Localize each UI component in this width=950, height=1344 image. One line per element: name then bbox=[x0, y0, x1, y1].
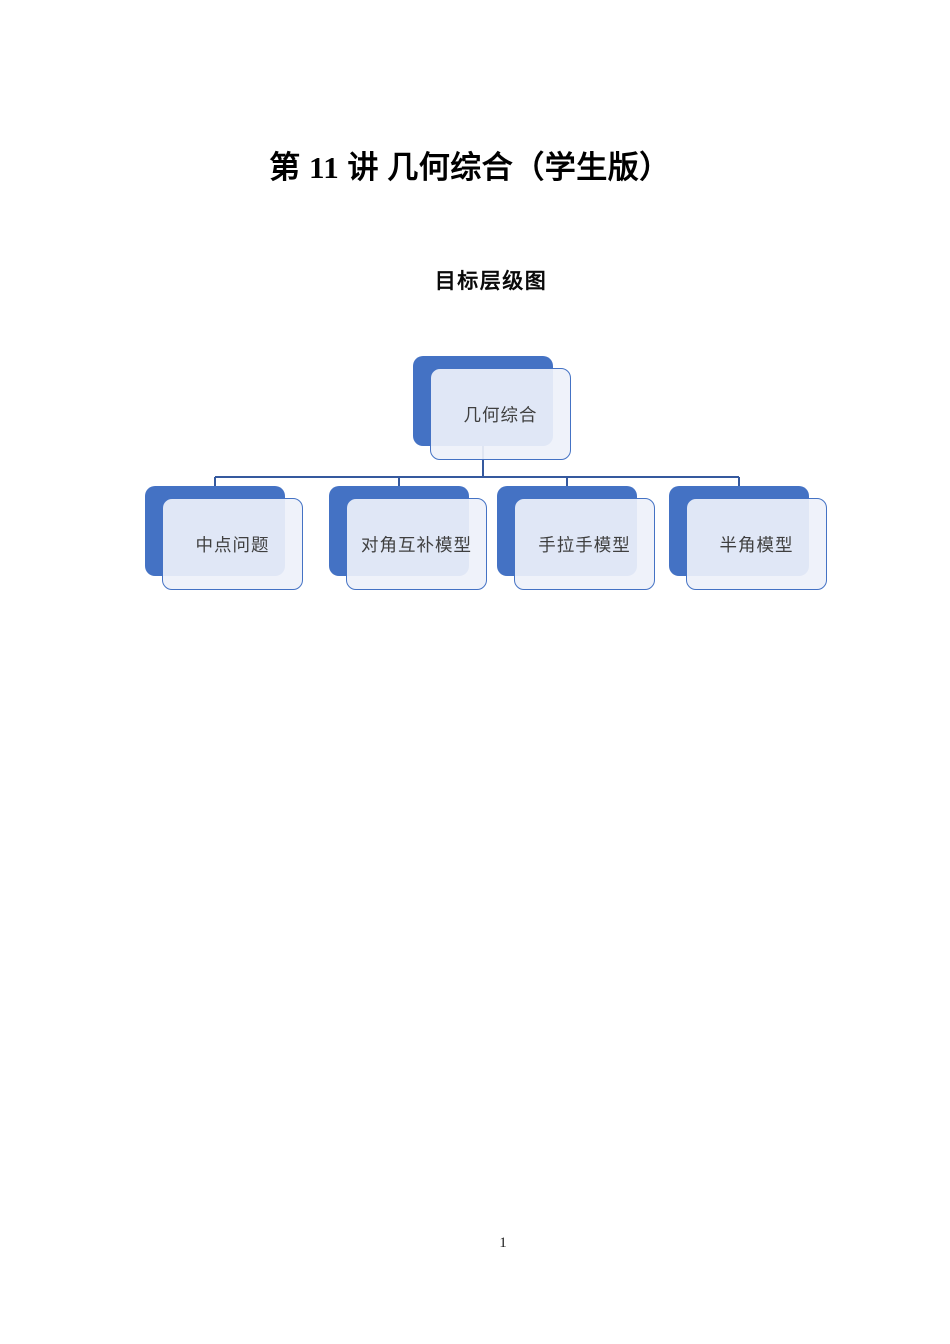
node-label: 手拉手模型 bbox=[538, 534, 631, 555]
node-shape: 手拉手模型 bbox=[514, 498, 655, 590]
page-number: 1 bbox=[499, 1235, 507, 1251]
node-shape: 几何综合 bbox=[430, 368, 571, 460]
node-label: 对角互补模型 bbox=[361, 534, 472, 555]
node-label: 半角模型 bbox=[719, 534, 794, 555]
node-shape: 对角互补模型 bbox=[346, 498, 487, 590]
node-label: 几何综合 bbox=[463, 404, 538, 425]
section-heading: 目标层级图 bbox=[434, 269, 548, 293]
node-label: 中点问题 bbox=[195, 534, 270, 555]
connector-lines bbox=[214, 414, 740, 488]
document-title: 第 11 讲 几何综合（学生版） bbox=[269, 150, 671, 185]
node-shape: 半角模型 bbox=[686, 498, 827, 590]
node-shape: 中点问题 bbox=[162, 498, 303, 590]
